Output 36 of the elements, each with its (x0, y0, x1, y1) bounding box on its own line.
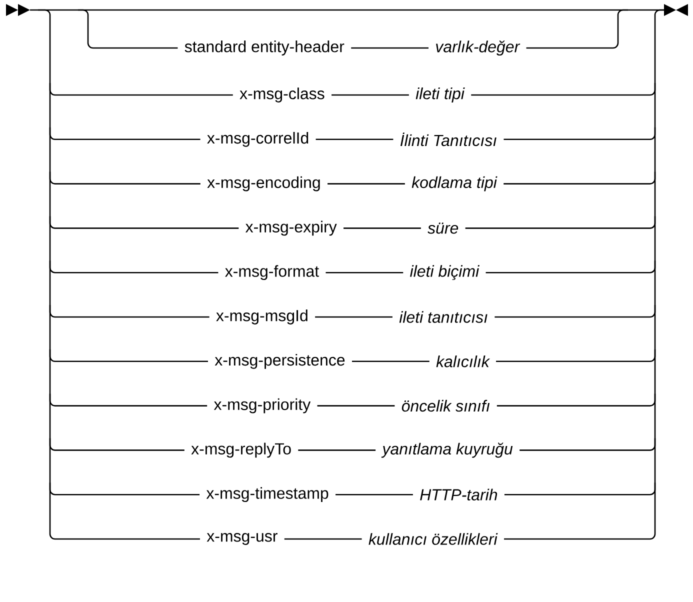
connector (284, 538, 362, 540)
keyword: x-msg-msgId (216, 310, 308, 324)
variable: yanıtlama kuyruğu (381, 442, 513, 458)
connector (316, 138, 394, 140)
keyword: x-msg-class (240, 88, 324, 102)
keyword: x-msg-encoding (207, 176, 320, 192)
variable: kalıcılık (436, 356, 490, 368)
connector (352, 360, 430, 362)
variable: kodlama tipi (412, 176, 498, 192)
keyword: x-msg-priority (214, 398, 311, 414)
variable: varlık-değer (436, 40, 520, 56)
connector (317, 405, 395, 406)
keyword: x-msg-usr (206, 533, 278, 545)
connector (336, 494, 413, 496)
variable: HTTP-tarih (420, 488, 498, 500)
variable: İlinti Tanıtıcısı (400, 132, 496, 146)
variable: öncelik sınıfı (402, 400, 490, 412)
keyword: x-msg-timestamp (206, 487, 328, 502)
keyword: x-msg-expiry (245, 220, 337, 236)
connector (351, 47, 429, 49)
variable: kullanıcı özellikleri (368, 533, 498, 545)
connector (326, 272, 404, 274)
connector (332, 94, 409, 96)
connector (344, 228, 421, 229)
connector (298, 450, 376, 451)
keyword: x-msg-persistence (214, 354, 345, 369)
keyword: standard entity-header (184, 40, 344, 56)
keyword: x-msg-correlId (207, 132, 308, 147)
variable: ileti tanıtıcısı (399, 311, 488, 323)
connector (315, 316, 392, 318)
keyword: x-msg-format (225, 265, 319, 280)
connector (328, 183, 405, 184)
variable: süre (428, 222, 458, 234)
variable: ileti tipi (416, 88, 465, 102)
keyword: x-msg-replyTo (191, 442, 291, 458)
variable: ileti biçimi (410, 265, 480, 280)
